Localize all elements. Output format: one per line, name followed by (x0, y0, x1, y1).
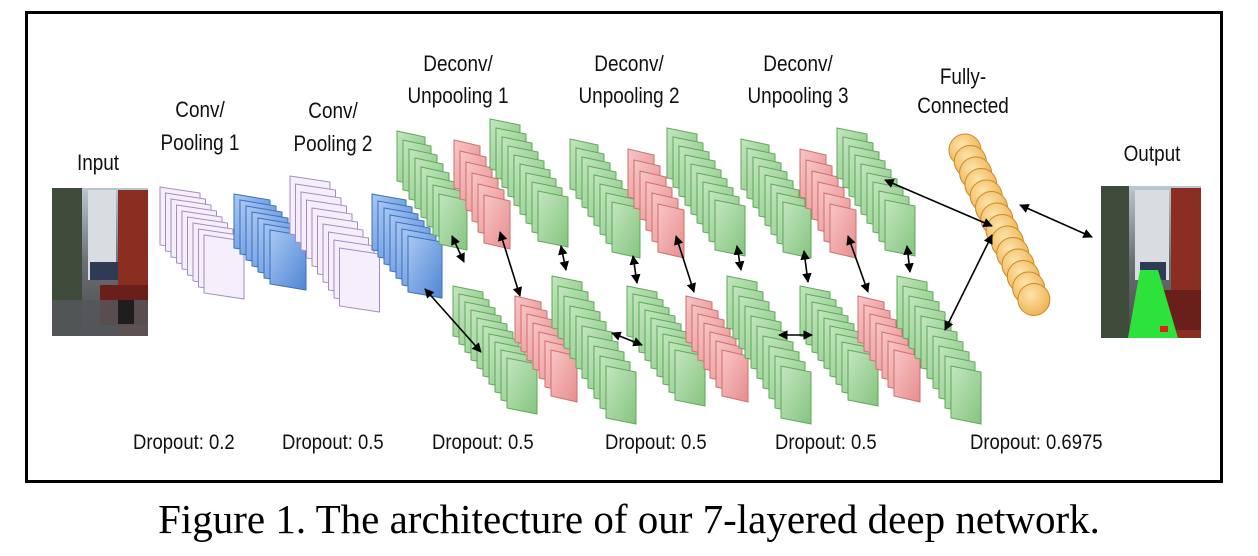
deconv1-top-green-2 (489, 118, 569, 248)
dropout-label-2: Dropout: 0.5 (282, 431, 384, 454)
arrow-deconv3-mid-diagonal (846, 235, 870, 293)
deconv2-top-green (569, 138, 641, 259)
arrow-deconv3-top-to-fc (884, 179, 993, 227)
dropout-label-1: Dropout: 0.2 (133, 431, 235, 454)
deconv-unpooling-3-title-line2: Unpooling 3 (747, 83, 849, 108)
arrow-deconv3-right-vertical (903, 245, 914, 273)
deconv2-top-red (627, 148, 685, 259)
fully-connected-title-line2: Connected (917, 93, 1009, 118)
arrow-pool2-to-deconv1 (424, 288, 482, 353)
arrow-deconv1-to-deconv2 (611, 331, 643, 347)
deconv2-bottom-green-2 (726, 275, 812, 425)
conv-pooling-2-title-line2: Pooling 2 (293, 131, 373, 156)
deconv3-bottom-red (857, 295, 921, 403)
arrow-deconv1-right-vertical (558, 245, 569, 271)
figure-caption: Figure 1. The architecture of our 7-laye… (158, 496, 1100, 542)
pool1-feature-maps (233, 193, 307, 291)
dropout-label-4: Dropout: 0.5 (605, 431, 707, 454)
arrow-deconv1-mid-diagonal (497, 231, 523, 297)
arrow-deconv2-right-vertical (733, 245, 745, 271)
deconv1-bottom-green-2 (551, 275, 637, 425)
fully-connected-neurons (948, 133, 1051, 316)
deconv2-top-green-2 (666, 127, 746, 257)
arrow-deconv2-left-vertical (629, 255, 641, 284)
deconv3-bottom-green (799, 285, 879, 407)
output-segmentation-image (1101, 186, 1201, 338)
deconv-unpooling-1-title-line2: Unpooling 1 (407, 83, 509, 108)
deconv-unpooling-1-title-line1: Deconv/ (423, 51, 493, 76)
arrow-deconv3-left-vertical (800, 250, 812, 283)
conv-pooling-1-title-line2: Pooling 1 (160, 130, 240, 155)
deconv-unpooling-2-title-line1: Deconv/ (594, 51, 664, 76)
arrow-fc-to-output (1019, 204, 1093, 238)
deconv1-top-green (396, 130, 468, 251)
dropout-label-5: Dropout: 0.5 (775, 431, 877, 454)
deconv2-bottom-red (685, 295, 749, 403)
conv2-feature-maps (289, 175, 380, 313)
deconv1-bottom-red (514, 295, 578, 403)
conv1-feature-maps (159, 186, 245, 300)
input-street-image (52, 188, 148, 336)
input-label: Input (76, 150, 120, 175)
fully-connected-title-line1: Fully- (939, 64, 987, 89)
conv-pooling-2-title-line1: Conv/ (308, 98, 358, 123)
pool2-feature-maps (371, 193, 443, 299)
deconv-unpooling-2-title-line2: Unpooling 2 (578, 83, 680, 108)
dropout-label-3: Dropout: 0.5 (432, 431, 534, 454)
dropout-label-6: Dropout: 0.6975 (970, 431, 1103, 454)
arrow-deconv1-left-vertical (451, 235, 465, 263)
arrow-deconv3-bottom-to-fc (944, 234, 993, 331)
deconv-unpooling-3-title-line1: Deconv/ (763, 51, 833, 76)
arrow-deconv2-mid-diagonal (674, 235, 696, 293)
output-label: Output (1123, 141, 1181, 166)
conv-pooling-1-title-line1: Conv/ (175, 97, 225, 122)
deconv3-bottom-green-2 (896, 275, 982, 425)
